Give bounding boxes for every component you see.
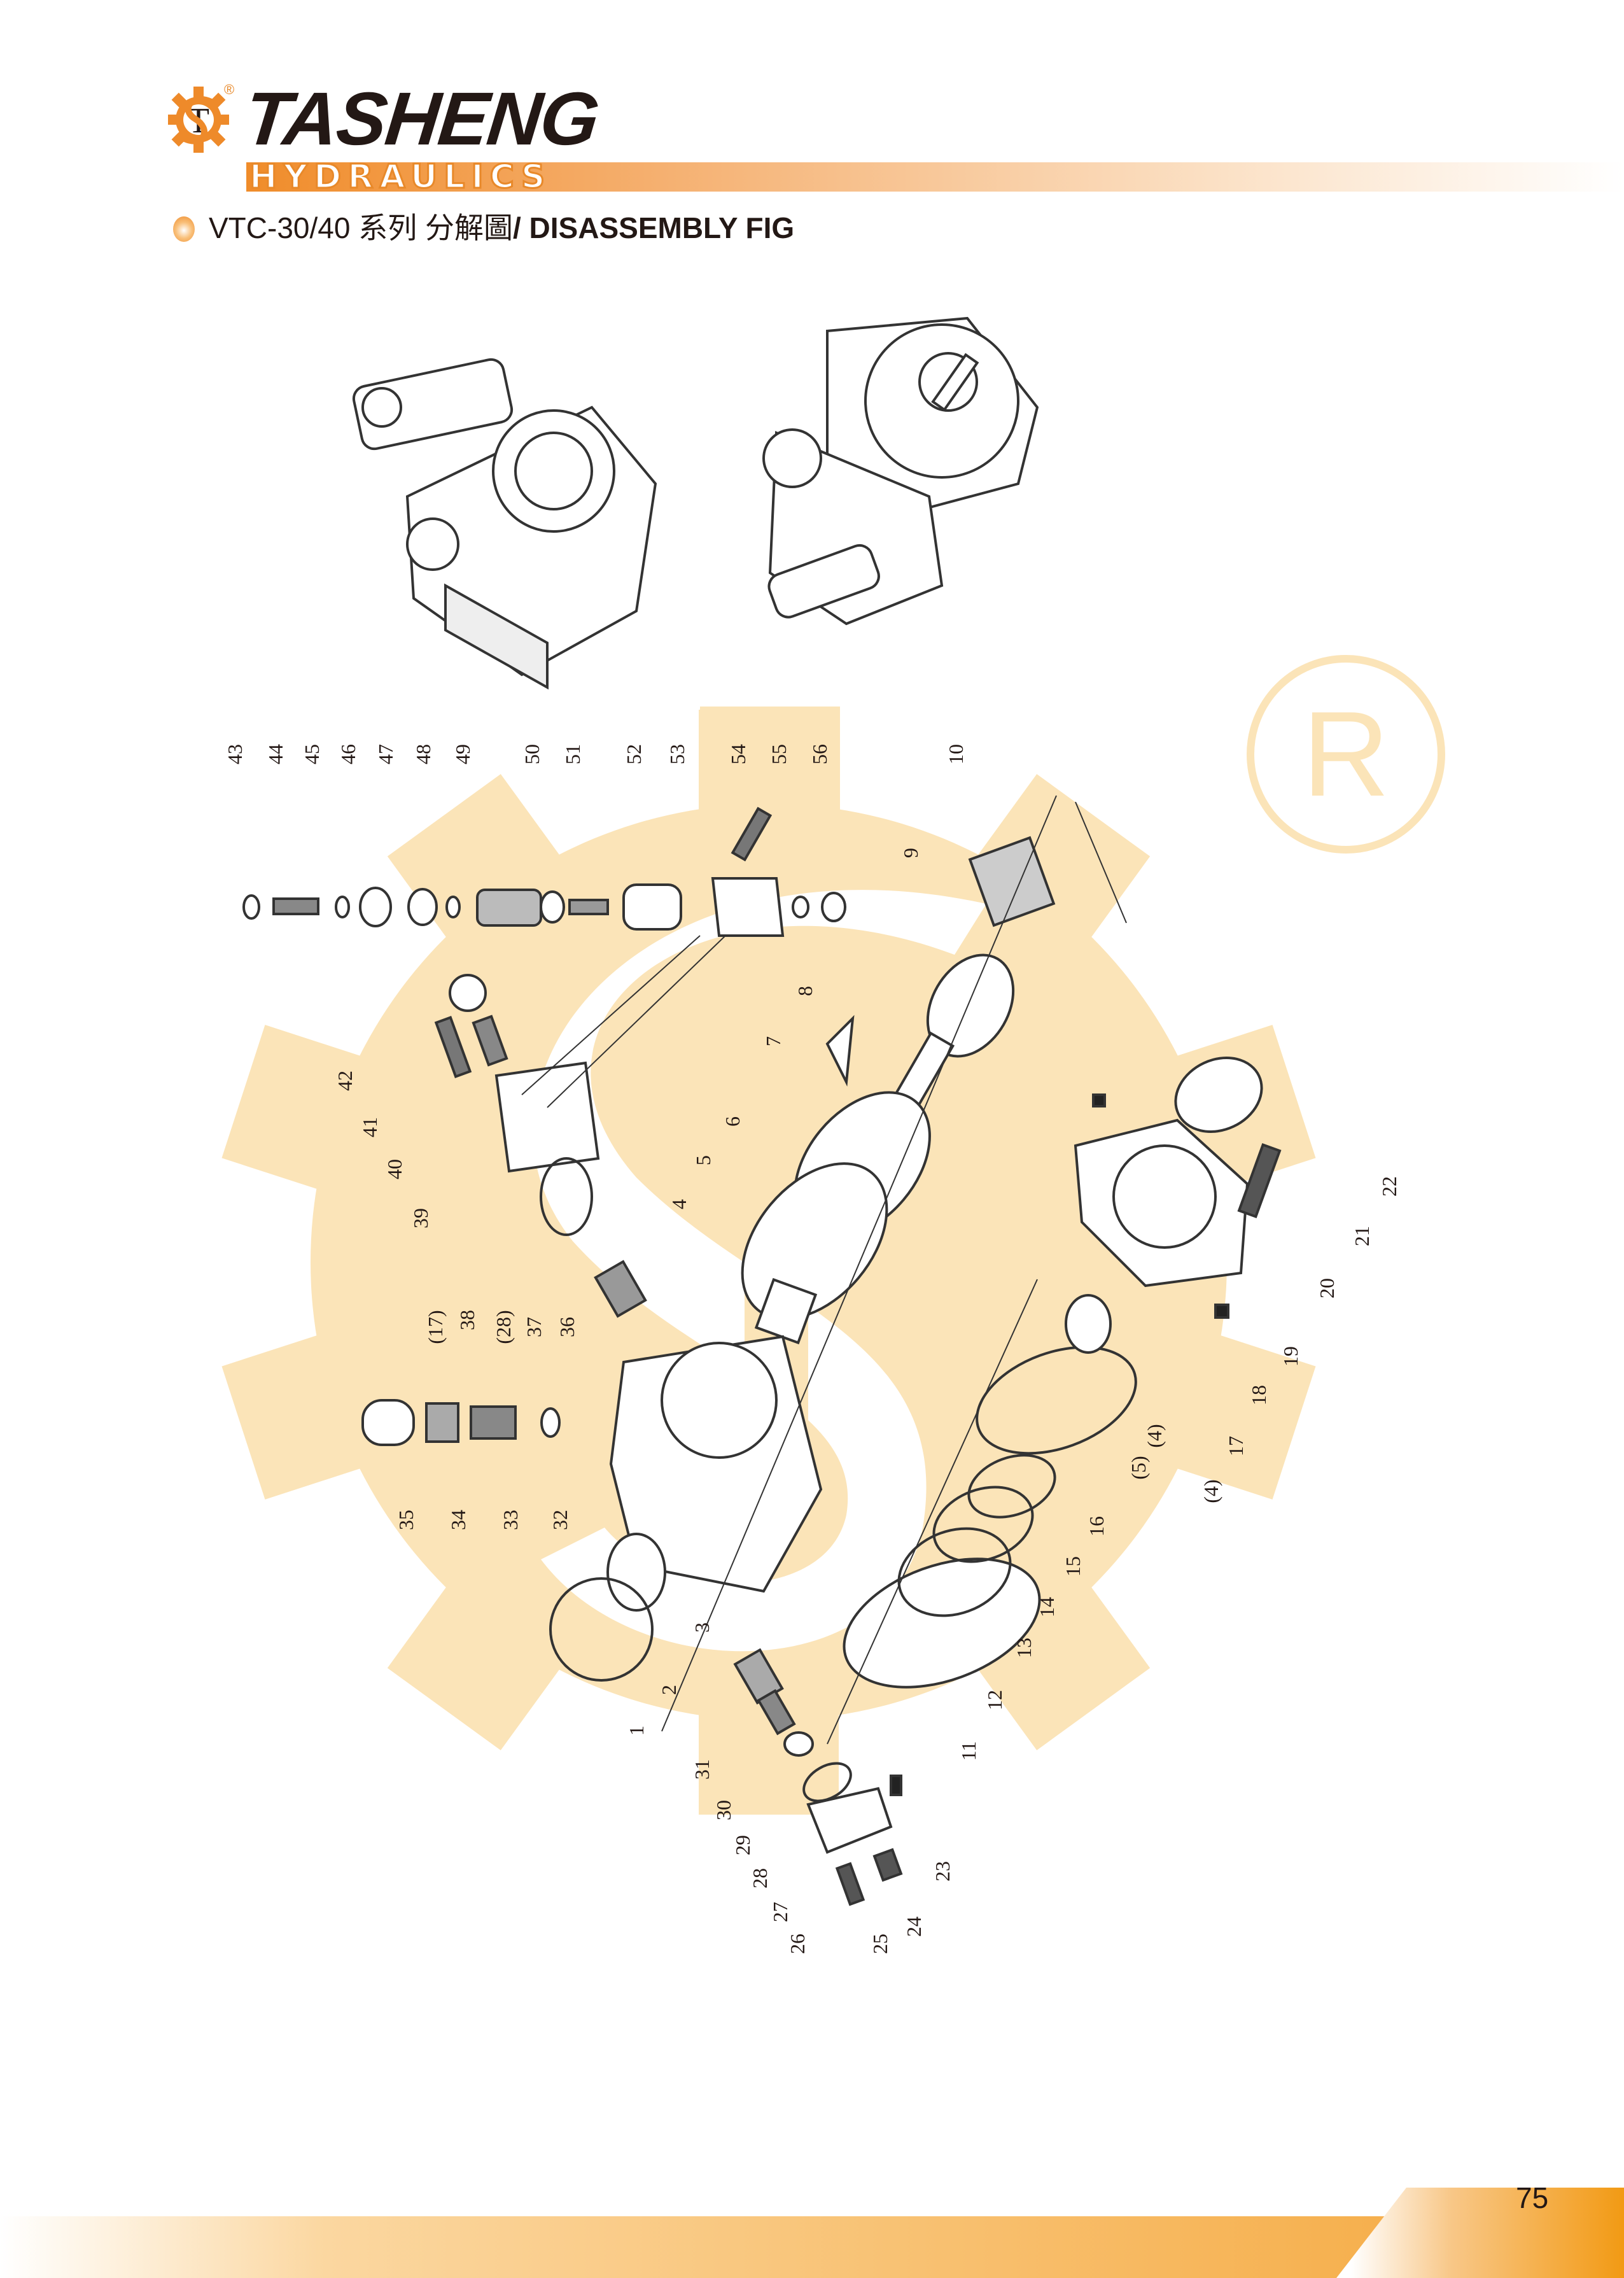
page-number: 75 [1516, 2181, 1549, 2214]
part-label: 56 [808, 744, 831, 764]
part-label: 29 [731, 1835, 754, 1855]
part-label: 12 [983, 1690, 1006, 1710]
part-label: 44 [264, 744, 287, 764]
part-label: (5) [1127, 1456, 1150, 1480]
part-label: 38 [456, 1310, 479, 1330]
part-label: 22 [1378, 1176, 1401, 1197]
control-valve-parts [242, 806, 846, 937]
part-label: 43 [223, 744, 246, 764]
pump-cartridge-parts [549, 836, 1137, 1689]
part-label: 24 [902, 1916, 925, 1937]
part-label: 10 [944, 744, 967, 764]
part-label: 23 [931, 1861, 954, 1881]
registered-watermark-icon: R [1247, 655, 1445, 854]
part-label: 2 [657, 1685, 680, 1695]
part-label: 41 [358, 1117, 381, 1137]
part-label: 20 [1315, 1278, 1338, 1298]
part-label: 51 [561, 744, 584, 764]
part-label: 26 [786, 1934, 809, 1954]
part-label: 39 [409, 1208, 432, 1228]
part-label: 11 [957, 1741, 980, 1761]
part-label: 17 [1224, 1436, 1247, 1456]
part-label: 42 [333, 1071, 356, 1091]
part-label: 36 [556, 1317, 578, 1337]
part-label: 1 [625, 1726, 648, 1736]
part-label: 28 [748, 1868, 771, 1888]
part-label: 19 [1279, 1346, 1302, 1367]
part-label: 15 [1061, 1556, 1084, 1577]
part-label: 8 [794, 986, 816, 996]
part-label: 6 [721, 1116, 744, 1127]
part-label: 30 [712, 1800, 735, 1820]
part-label: (17) [424, 1310, 447, 1344]
part-label: 21 [1350, 1226, 1373, 1246]
assembled-pump-view-right [762, 316, 1039, 626]
part-label: 47 [374, 744, 397, 764]
watermark-st-emblem [533, 890, 986, 1652]
page-title: VTC-30/40 系列 分解圖/ DISASSEMBLY FIG [209, 210, 794, 246]
part-label: 31 [690, 1759, 713, 1780]
part-label: (4) [1143, 1424, 1166, 1448]
part-label: 50 [521, 744, 543, 764]
part-label: 33 [499, 1510, 522, 1530]
part-label: 5 [692, 1155, 715, 1165]
part-label: 55 [767, 744, 790, 764]
hydraulics-banner [246, 162, 1624, 192]
part-label: 45 [300, 744, 323, 764]
compensator-parts [361, 974, 647, 1446]
part-label: 48 [412, 744, 435, 764]
part-label: 54 [727, 744, 750, 764]
part-label: 3 [690, 1622, 713, 1633]
part-label: 16 [1085, 1516, 1108, 1536]
part-label: 27 [769, 1902, 792, 1922]
part-label: (4) [1200, 1479, 1222, 1503]
svg-text:R: R [1302, 687, 1389, 822]
part-label: 52 [622, 744, 645, 764]
part-label: 4 [668, 1199, 690, 1209]
assembled-pump-view-left [352, 358, 657, 690]
part-label: 49 [451, 744, 474, 764]
part-label: 13 [1012, 1638, 1035, 1658]
part-label: 34 [447, 1510, 470, 1530]
part-label: 37 [522, 1317, 545, 1337]
part-label: 18 [1247, 1385, 1270, 1405]
part-label: 32 [549, 1510, 571, 1530]
part-label: (28) [492, 1310, 515, 1344]
part-label: 14 [1035, 1597, 1058, 1617]
title-english: / DISASSEMBLY FIG [513, 211, 795, 244]
part-label: 25 [869, 1934, 892, 1954]
part-label: 40 [383, 1159, 406, 1179]
registered-mark: ® [224, 81, 235, 97]
part-label: 46 [337, 744, 360, 764]
part-label: 7 [762, 1036, 785, 1046]
part-label: 9 [899, 848, 922, 858]
hydraulics-label: HYDRAULICS [248, 158, 552, 196]
part-label: 53 [666, 744, 689, 764]
title-model: VTC-30/40 系列 分解圖 [209, 211, 513, 244]
bullet-icon [173, 216, 195, 242]
leader-lines [521, 795, 1127, 1745]
cover-parts [1065, 1057, 1282, 1354]
pressure-adjust-parts [733, 1648, 903, 1906]
part-label: 35 [395, 1510, 417, 1530]
tasheng-gear-logo-icon: T [168, 87, 229, 153]
